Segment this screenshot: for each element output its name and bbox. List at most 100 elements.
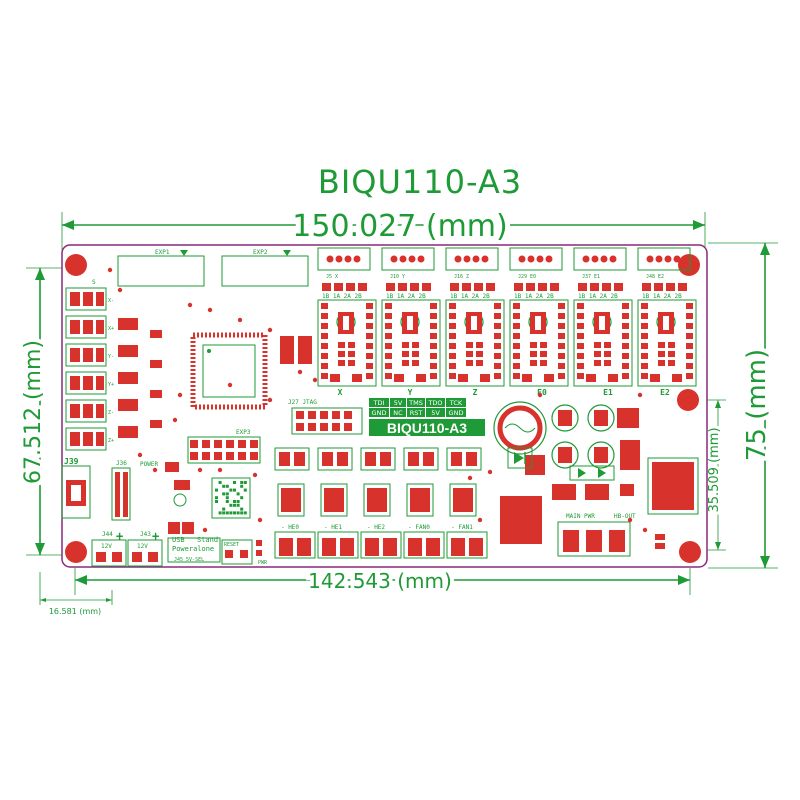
driver-e0: J29 E0 1B 1A 2A 2B [509,247,569,387]
driver-x: J5 X1B 1A 2A 2B [317,247,377,387]
motor-pin-label: 1B 1A 2A 2B [322,293,362,300]
driver-header-label: J16 Z [454,274,469,280]
power-label: POWER [140,461,158,468]
svg-text:+: + [116,529,123,543]
v24-label: 12V [137,543,148,550]
hb-out-label: HB-OUT [614,513,636,520]
usb-label: USB [172,536,185,544]
j44-label: J44 [102,531,113,538]
jtag-pin-label: 5V [431,409,440,417]
svg-text:+: + [152,529,159,543]
jtag-pin-label: TCK [449,399,463,407]
output-he0: - HE0 [274,447,316,559]
jtag-pin-label: GND [449,409,464,417]
motor-pin-label: 1B 1A 2A 2B [514,293,554,300]
jtag-pin-label: TDI [373,399,385,407]
output-label: - HE1 [324,524,342,531]
endstop-label: Z+ [108,438,114,444]
offset-label: 16.581 (mm) [49,607,101,616]
bottom-width-dimension: 142.543 (mm) [74,565,691,597]
driver-header-label: J37 E1 [582,274,600,280]
mcu-chip [190,332,268,410]
output-label: - HE0 [281,524,299,531]
power-components [500,457,699,544]
top-width-dimension: 150.027 (mm) [61,204,706,250]
inner-right-label: 35.509 (mm) [707,427,722,512]
axis-label: Z [473,388,478,397]
buzzer [493,401,547,455]
motor-pin-label: 1B 1A 2A 2B [386,293,426,300]
small-components-left [118,318,312,438]
endstop-connector: Z+ [65,427,114,451]
jtag-pin-table: TDI 5V TMS TDO TCK GND NC RST 5V GND [369,398,466,417]
driver-z: J16 Z 1B 1A 2A 2B [445,247,505,387]
output-connectors: - HE0 - HE1 - HE2 - FAN0 - FAN1 [274,447,488,559]
endstop-connector: Y- [65,343,114,367]
endstop-label: Y+ [108,382,114,388]
motor-pin-label: 1B 1A 2A 2B [642,293,682,300]
top-width-label: 150.027 (mm) [292,209,507,244]
inner-right-dimension: 35.509 (mm) [703,399,726,551]
qr-code [211,477,251,519]
jtag-area: J27 JTAG [288,399,363,435]
jtag-pin-label: NC [393,409,403,417]
jtag-pin-label: GND [372,409,387,417]
motor-pin-label: 1B 1A 2A 2B [578,293,618,300]
power-input-connectors: J44 J43 12V 12V + + [91,529,163,567]
main-pwr-label: MAIN PWR [566,513,595,520]
mounting-hole [678,254,700,276]
power-alone-label: Poweralone [172,545,214,553]
axis-label: Y [408,388,413,397]
right-height-label: 75 (mm) [742,349,772,461]
driver-header-label: J10 Y [390,274,405,280]
jtag-pin-label: TDO [427,399,442,407]
axis-label: E1 [603,388,613,397]
exp3-label: EXP3 [236,429,251,436]
driver-header-label: J48 E2 [646,274,664,280]
j36-label: J36 [116,460,127,467]
endstop-connector: X+ [65,315,114,339]
driver-e2: J48 E2 1B 1A 2A 2B [637,247,697,387]
board-name-plate: BIQU110-A3 [369,419,485,436]
j39-label: J39 [64,457,79,466]
mounting-hole [679,541,701,563]
exp3-header: EXP3 [187,429,261,464]
output-label: - FAN0 [408,524,430,531]
axis-label: X [338,388,343,397]
mounting-hole [677,389,699,411]
driver-e1: J37 E1 1B 1A 2A 2B [573,247,633,387]
usb-select-area: USB Stand Poweralone J45 5V-SEL RESET PW… [167,536,268,566]
output-he1: - HE1 [317,447,359,559]
endstop-connector: Y+ [65,371,114,395]
jtag-pin-label: 5V [394,399,403,407]
v12-label: 12V [101,543,112,550]
output-fan1: - FAN1 [446,447,488,559]
endstop-label: X- [108,298,114,304]
jtag-pin-label: TMS [408,399,423,407]
jtag-pin-label: RST [410,409,423,417]
driver-header-label: J29 E0 [518,274,536,280]
j39-connector: J39 J36 POWER [61,457,194,534]
exp1-label: EXP1 [155,249,170,256]
output-label: - FAN1 [451,524,473,531]
bottom-width-label: 142.543 (mm) [308,569,452,593]
motor-pin-label: 1B 1A 2A 2B [450,293,490,300]
test-points [107,267,648,533]
hb-out-terminal: HB-OUT [614,513,665,549]
endstop-connector: Z- [65,399,114,423]
reset-label: RESET [224,542,239,548]
offset-dimension: 16.581 (mm) [39,572,113,616]
endstop-connectors: X-X+Y-Y+Z-Z+S [65,279,114,451]
endstop-label: Z- [108,410,114,416]
diagram-title: BIQU110-A3 [318,163,522,201]
right-height-dimension: 75 (mm) [708,242,778,569]
board-name: BIQU110-A3 [387,420,467,436]
jtag-label: J27 JTAG [288,399,317,406]
mounting-hole [65,541,87,563]
endstop-label: X+ [108,326,114,332]
output-fan0: - FAN0 [403,447,445,559]
output-label: - HE2 [367,524,385,531]
exp-headers: EXP1 EXP2 [117,249,309,287]
